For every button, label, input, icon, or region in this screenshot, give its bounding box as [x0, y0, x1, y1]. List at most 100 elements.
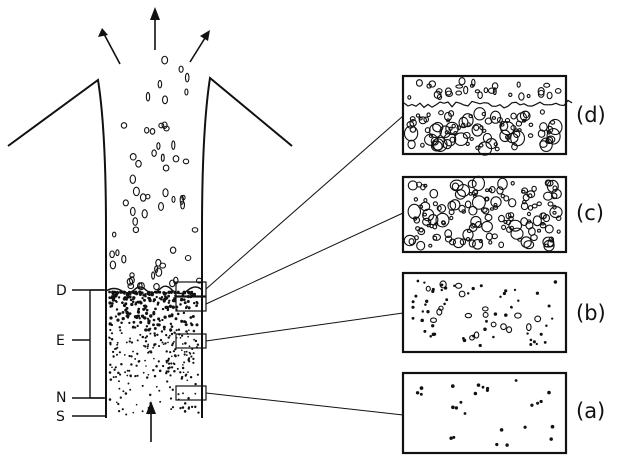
bubble	[546, 129, 552, 135]
magma-vesicle	[124, 371, 127, 374]
fragment	[518, 92, 525, 101]
magma-vesicle	[117, 371, 120, 375]
magma-vesicle	[120, 362, 123, 366]
magma-vesicle	[113, 290, 117, 294]
bubble	[506, 132, 519, 144]
magma-vesicle	[153, 332, 156, 335]
small-bubble	[525, 323, 532, 332]
magma-vesicle	[185, 354, 188, 356]
magma-vesicle	[124, 392, 128, 395]
magma-vesicle	[157, 360, 160, 363]
magma-vesicle	[175, 329, 178, 332]
fragment	[477, 91, 483, 100]
magma-vesicle	[179, 406, 182, 410]
magma-vesicle	[145, 325, 149, 328]
magma-vesicle	[132, 411, 135, 414]
nucleus-dot	[504, 313, 508, 317]
magma-vesicle	[128, 354, 131, 358]
nucleus-dot	[493, 312, 498, 316]
panel-d-fragmentation-line	[403, 99, 573, 109]
bubble	[429, 188, 439, 199]
bubble	[499, 120, 509, 132]
magma-vesicle	[171, 388, 174, 391]
fragment	[469, 83, 475, 88]
magma-vesicle	[173, 340, 175, 343]
magma-vesicle	[136, 339, 139, 342]
magma-vesicle	[136, 374, 139, 377]
bubble	[449, 199, 461, 211]
magma-vesicle	[118, 326, 122, 329]
magma-vesicle	[116, 343, 119, 346]
magma-vesicle	[187, 335, 189, 338]
magma-vesicle	[177, 393, 180, 396]
bubble	[408, 238, 415, 246]
panel-b-texture	[411, 279, 558, 348]
bubble	[519, 110, 531, 122]
bubble	[501, 224, 507, 231]
magma-column-texture	[108, 290, 200, 416]
bubble	[418, 204, 424, 209]
magma-vesicle	[153, 334, 157, 337]
panel-c-frame	[401, 175, 568, 254]
magma-vesicle	[138, 292, 142, 297]
fragment	[537, 87, 545, 96]
bubble	[544, 243, 549, 248]
bubble	[473, 124, 480, 131]
pyroclast	[178, 65, 184, 73]
magma-vesicle	[145, 365, 147, 367]
bubble	[537, 129, 546, 138]
bubble	[496, 116, 503, 123]
magma-vesicle	[138, 300, 142, 304]
bubble	[415, 113, 421, 118]
magma-vesicle	[189, 316, 193, 319]
nucleus-dot	[517, 299, 520, 302]
nucleus-dot	[450, 384, 455, 388]
magma-vesicle	[154, 307, 157, 311]
pyroclast	[122, 199, 129, 207]
nucleus-dot	[539, 332, 543, 336]
bubble	[536, 228, 542, 233]
bubble	[426, 223, 431, 228]
nucleus-dot	[514, 379, 518, 382]
magma-vesicle	[194, 339, 198, 343]
bubble	[530, 234, 538, 242]
magma-vesicle	[150, 350, 152, 352]
magma-vesicle	[118, 380, 120, 383]
magma-vesicle	[177, 328, 181, 331]
bubble	[418, 116, 427, 125]
bubble	[469, 137, 474, 141]
bubble	[527, 204, 534, 211]
magma-vesicle	[172, 299, 175, 302]
magma-vesicle	[135, 403, 138, 406]
bubble	[531, 185, 537, 192]
pyroclast	[160, 153, 165, 162]
nucleus-dot	[485, 319, 488, 323]
magma-vesicle	[109, 305, 112, 308]
bubble	[424, 127, 431, 134]
magma-vesicle	[192, 361, 195, 364]
fragment	[407, 95, 412, 100]
magma-vesicle	[136, 310, 141, 314]
bubble	[507, 212, 515, 219]
magma-vesicle	[116, 291, 120, 295]
bubble	[480, 207, 488, 213]
magma-vesicle	[122, 390, 125, 393]
magma-vesicle	[170, 325, 174, 328]
pyroclast	[132, 217, 139, 226]
fragment	[436, 93, 443, 101]
bubble	[496, 186, 504, 195]
bubble	[407, 139, 416, 150]
magma-vesicle	[165, 334, 167, 336]
bubble	[432, 233, 442, 241]
bubble	[539, 212, 547, 220]
fragment	[458, 77, 466, 86]
fragment	[491, 82, 499, 90]
bubble	[532, 215, 542, 227]
nucleus-dot	[543, 341, 547, 344]
magma-vesicle	[121, 301, 124, 305]
magma-vesicle	[119, 290, 122, 294]
bubble	[444, 229, 453, 239]
fragment	[543, 82, 551, 88]
bubble	[467, 179, 477, 189]
magma-vesicle	[195, 323, 199, 327]
